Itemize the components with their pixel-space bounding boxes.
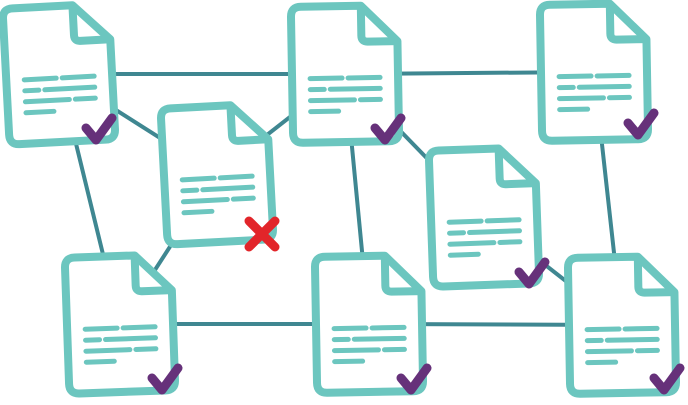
folded-corner-icon — [226, 104, 269, 145]
text-line — [180, 187, 200, 194]
text-line — [584, 326, 622, 333]
doc-bottom-right-document — [563, 252, 685, 398]
checkmark-icon — [147, 363, 183, 395]
doc-top-center-document — [286, 1, 406, 147]
document-page-icon — [286, 1, 404, 147]
text-line — [447, 251, 481, 258]
doc-bottom-center-document — [310, 251, 432, 397]
text-line — [83, 347, 133, 354]
checkmark-icon — [623, 108, 659, 140]
text-line — [307, 97, 357, 104]
text-line — [217, 173, 255, 181]
document-page-icon — [0, 1, 119, 149]
documents-layer — [0, 0, 685, 398]
text-line — [446, 218, 484, 225]
doc-bottom-left-document — [61, 251, 183, 398]
text-line — [497, 239, 523, 245]
text-line — [622, 325, 660, 332]
text-line — [42, 84, 98, 93]
text-line — [181, 208, 215, 216]
text-line — [307, 75, 345, 82]
text-line — [103, 335, 159, 343]
document-page-icon — [425, 144, 543, 291]
checkmark-icon — [396, 363, 432, 395]
text-line — [331, 347, 381, 354]
folded-corner-icon — [68, 4, 111, 45]
x-mark-icon — [244, 216, 280, 252]
text-line — [133, 346, 159, 352]
checkmark-icon — [81, 113, 117, 145]
checkmark-icon — [370, 113, 406, 145]
text-line — [200, 184, 256, 193]
doc-middle-right-document — [425, 144, 550, 291]
text-line — [594, 72, 632, 79]
folded-corner-icon — [605, 3, 647, 44]
text-line — [369, 324, 407, 331]
text-line — [180, 196, 230, 205]
text-line — [23, 108, 57, 116]
text-line — [179, 175, 217, 183]
checkmark-icon — [649, 363, 685, 395]
text-line — [447, 240, 497, 247]
text-line — [467, 228, 523, 236]
text-line — [82, 325, 120, 332]
doc-top-left-document — [0, 1, 119, 149]
text-line — [21, 75, 59, 83]
folded-corner-icon — [633, 256, 675, 297]
text-line — [230, 195, 256, 202]
text-line — [83, 358, 117, 365]
document-page-icon — [535, 0, 653, 145]
text-line — [59, 73, 97, 81]
folded-corner-icon — [356, 5, 398, 46]
text-line — [604, 336, 660, 343]
doc-middle-left-document — [157, 101, 280, 252]
text-line — [584, 348, 634, 355]
text-line — [345, 74, 383, 81]
text-line — [72, 95, 98, 102]
text-line — [556, 95, 606, 102]
doc-top-right-document — [535, 0, 659, 145]
text-line — [22, 87, 42, 94]
checkmark-icon — [514, 257, 550, 289]
text-line — [484, 217, 522, 224]
text-line — [120, 324, 158, 331]
text-line — [351, 335, 407, 342]
folded-corner-icon — [380, 255, 422, 296]
text-line — [327, 85, 383, 92]
text-line — [22, 96, 72, 105]
text-line — [331, 325, 369, 332]
folded-corner-icon — [494, 148, 536, 189]
text-line — [556, 73, 594, 80]
document-page-icon — [563, 252, 681, 398]
text-line — [576, 83, 632, 90]
folded-corner-icon — [130, 255, 172, 296]
document-page-icon — [61, 251, 179, 398]
document-page-icon — [310, 251, 428, 397]
